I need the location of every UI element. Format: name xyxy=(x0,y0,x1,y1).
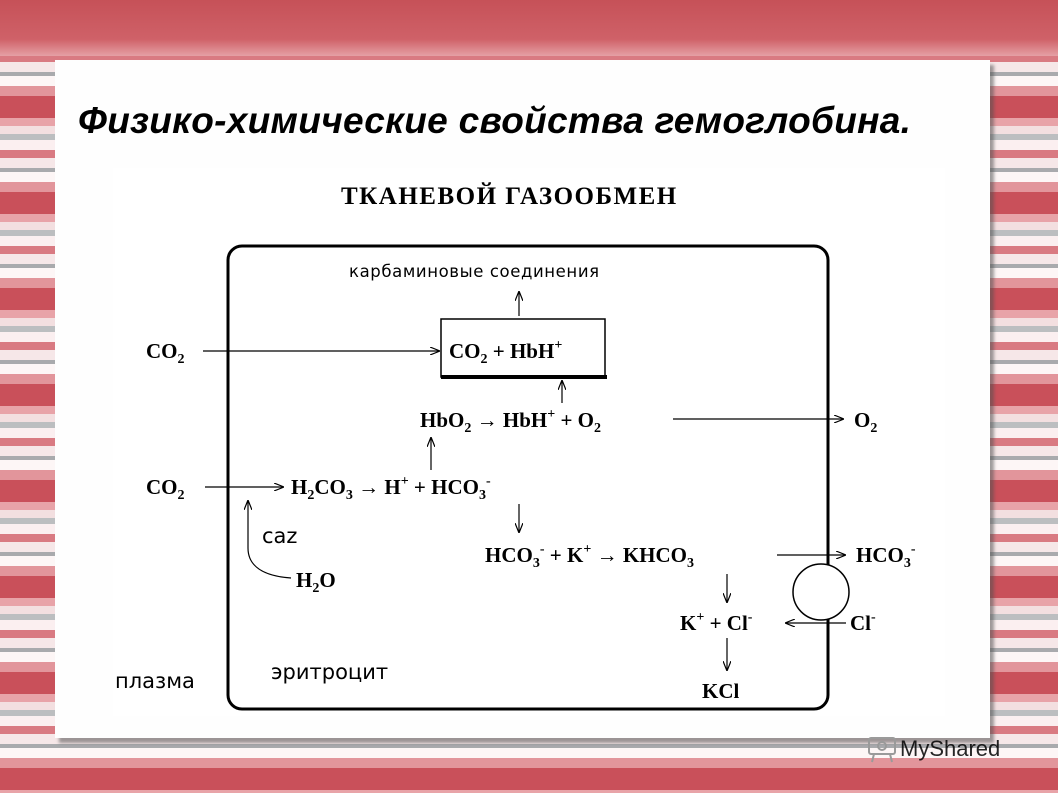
co2-top: CO2 xyxy=(146,339,185,367)
hco3-out: HCO3- xyxy=(856,542,916,571)
kcl-reaction: K+ + Cl- xyxy=(680,610,753,635)
plasma-label: плазма xyxy=(115,669,195,693)
carbamino-label: карбаминовые соединения xyxy=(349,262,600,281)
h2co3-reaction: H2CO3 → H+ + HCO3- xyxy=(291,474,491,503)
kcl: KCl xyxy=(702,679,740,703)
watermark: MyShared xyxy=(866,730,1036,770)
erythrocyte-label: эритроцит xyxy=(271,660,388,684)
reaction-box xyxy=(440,318,606,378)
diagram-heading: ТКАНЕВОЙ ГАЗООБМЕН xyxy=(341,182,678,210)
projector-icon xyxy=(868,737,896,763)
cl-out: Cl- xyxy=(850,610,876,635)
caz-curve xyxy=(248,501,292,579)
top-decor-band xyxy=(0,0,1058,56)
erythrocyte-outline xyxy=(226,244,830,711)
khco3-reaction: HCO3- + K+ → KHCO3 xyxy=(485,542,694,571)
watermark-text: MyShared xyxy=(900,736,1000,761)
o2-out: O2 xyxy=(854,408,877,436)
box-reaction: CO2 + HbH+ xyxy=(449,338,562,367)
anion-exchanger-circle xyxy=(792,563,850,621)
caz-label: caz xyxy=(262,524,297,548)
slide-title: Физико-химические свойства гемоглобина. xyxy=(78,100,912,141)
co2-middle: CO2 xyxy=(146,475,185,503)
gas-exchange-diagram: ТКАНЕВОЙ ГАЗООБМЕН карбаминовые соединен… xyxy=(113,168,945,716)
h2o: H2O xyxy=(296,568,336,596)
hbo2-reaction: HbO2 → HbH+ + O2 xyxy=(420,407,601,436)
